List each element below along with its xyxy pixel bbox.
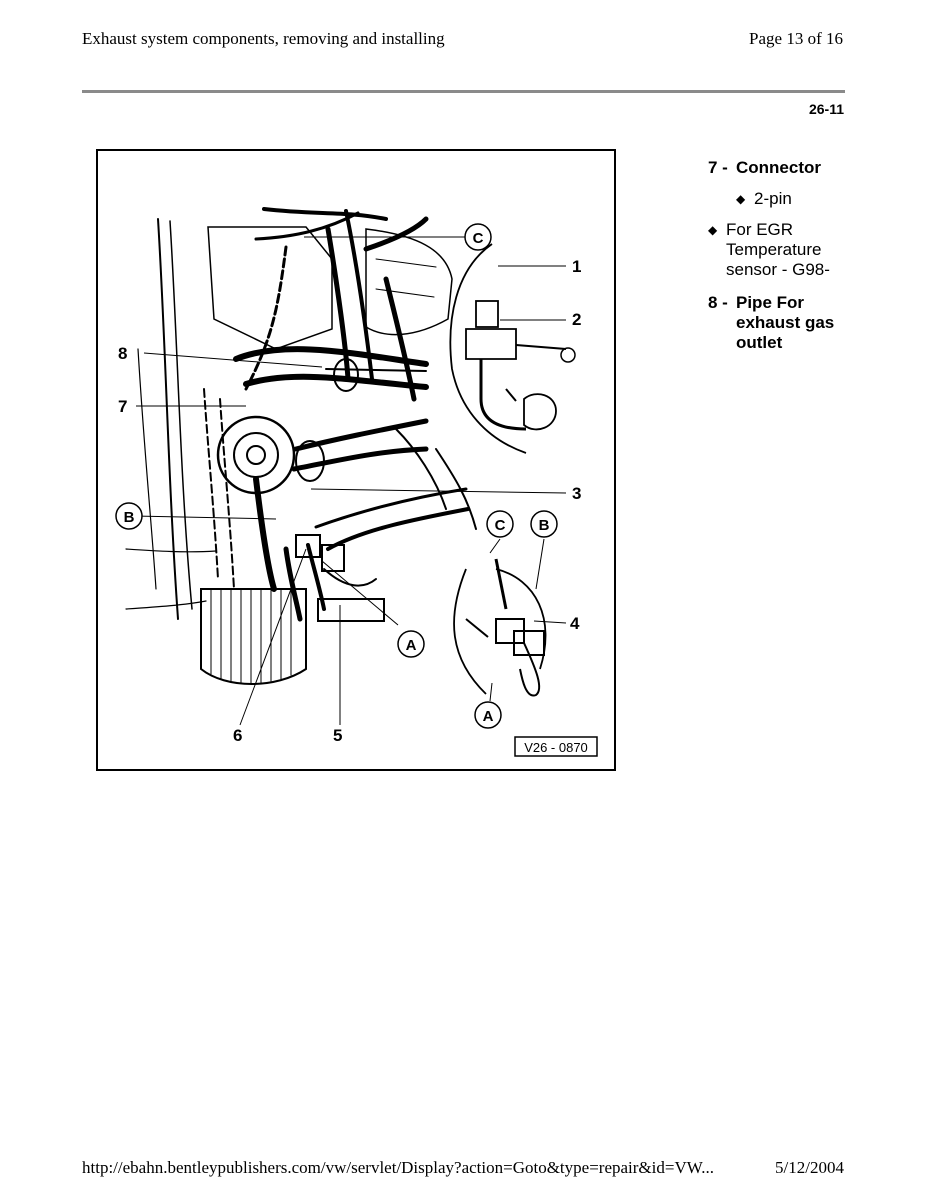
svg-text:C: C (473, 230, 484, 247)
callout-6: 6 (233, 726, 242, 745)
figure-code: V26 - 0870 (514, 736, 598, 757)
legend-item-7-bullet-2: ◆ For EGR Temperature sensor - G98- (708, 220, 830, 279)
footer-date: 5/12/2004 (775, 1158, 844, 1177)
callout-1: 1 (572, 257, 581, 276)
figure-drawing: 1 2 3 4 5 6 7 8 C B C B (96, 149, 616, 771)
connector-b-lower: B (530, 510, 558, 538)
connector-a-lower: A (474, 701, 502, 729)
legend-item-7-bullet-1: ◆ 2-pin (736, 189, 792, 208)
connector-a-center: A (397, 630, 425, 658)
exhaust-components-figure: 1 2 3 4 5 6 7 8 C B C B (96, 149, 616, 771)
svg-text:B: B (124, 509, 135, 526)
callout-2: 2 (572, 310, 581, 329)
footer-url: http://ebahn.bentleypublishers.com/vw/se… (82, 1158, 714, 1177)
egr-valve-detail (449, 243, 576, 454)
connector-c-upper: C (464, 223, 492, 251)
callout-4: 4 (570, 614, 580, 633)
legend-item-8-title: 8 - Pipe For exhaust gas outlet (708, 293, 835, 352)
callout-7: 7 (118, 397, 127, 416)
document-title: Exhaust system components, removing and … (82, 29, 445, 48)
page-number: Page 13 of 16 (749, 29, 843, 48)
engine-bay-illustration (125, 207, 477, 685)
leader-lines (133, 236, 567, 726)
callout-8: 8 (118, 344, 127, 363)
svg-text:A: A (483, 708, 494, 725)
section-code: 26-11 (808, 101, 844, 117)
svg-text:C: C (495, 517, 506, 534)
connector-detail (453, 558, 547, 697)
diamond-bullet-icon: ◆ (708, 223, 718, 237)
header-divider (82, 90, 845, 93)
legend: 7 - Connector ◆ 2-pin ◆ For EGR Temperat… (708, 158, 848, 353)
connector-b-left: B (115, 502, 143, 530)
svg-text:B: B (539, 517, 550, 534)
connector-c-lower: C (486, 510, 514, 538)
diamond-bullet-icon: ◆ (736, 192, 746, 206)
svg-text:A: A (406, 637, 417, 654)
svg-text:V26 - 0870: V26 - 0870 (524, 740, 588, 755)
callout-5: 5 (333, 726, 342, 745)
callout-3: 3 (572, 484, 581, 503)
legend-item-7-title: 7 - Connector (708, 158, 821, 177)
